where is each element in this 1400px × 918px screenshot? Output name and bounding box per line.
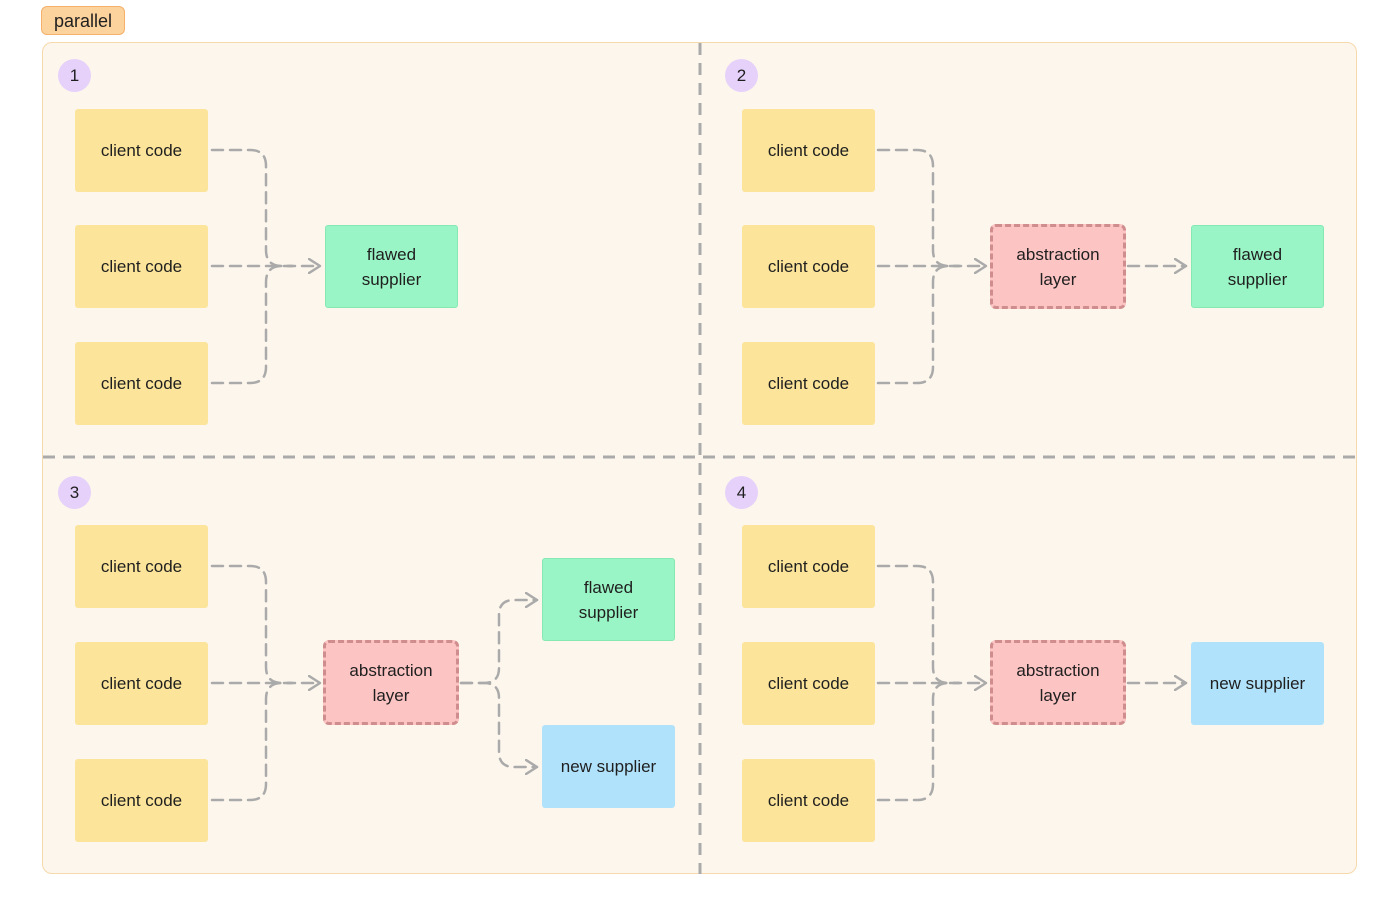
- q1-client-code-2[interactable]: client code: [75, 225, 208, 308]
- quadrant-2-badge: 2: [725, 59, 758, 92]
- q2-client-code-1[interactable]: client code: [742, 109, 875, 192]
- frame-label[interactable]: parallel: [41, 6, 125, 35]
- q4-new-supplier[interactable]: new supplier: [1191, 642, 1324, 725]
- quadrant-1-badge: 1: [58, 59, 91, 92]
- q2-client-code-2[interactable]: client code: [742, 225, 875, 308]
- quadrant-3-badge: 3: [58, 476, 91, 509]
- q3-abstraction-layer[interactable]: abstraction layer: [323, 640, 459, 725]
- q2-client-code-3[interactable]: client code: [742, 342, 875, 425]
- q1-client-code-3[interactable]: client code: [75, 342, 208, 425]
- q4-client-code-2[interactable]: client code: [742, 642, 875, 725]
- q3-client-code-3[interactable]: client code: [75, 759, 208, 842]
- q4-abstraction-layer[interactable]: abstraction layer: [990, 640, 1126, 725]
- q2-flawed-supplier[interactable]: flawed supplier: [1191, 225, 1324, 308]
- q3-flawed-supplier[interactable]: flawed supplier: [542, 558, 675, 641]
- q4-client-code-1[interactable]: client code: [742, 525, 875, 608]
- q3-client-code-2[interactable]: client code: [75, 642, 208, 725]
- q1-client-code-1[interactable]: client code: [75, 109, 208, 192]
- q3-client-code-1[interactable]: client code: [75, 525, 208, 608]
- parallel-frame: [42, 42, 1357, 874]
- q1-flawed-supplier[interactable]: flawed supplier: [325, 225, 458, 308]
- q4-client-code-3[interactable]: client code: [742, 759, 875, 842]
- q2-abstraction-layer[interactable]: abstraction layer: [990, 224, 1126, 309]
- quadrant-4-badge: 4: [725, 476, 758, 509]
- q3-new-supplier[interactable]: new supplier: [542, 725, 675, 808]
